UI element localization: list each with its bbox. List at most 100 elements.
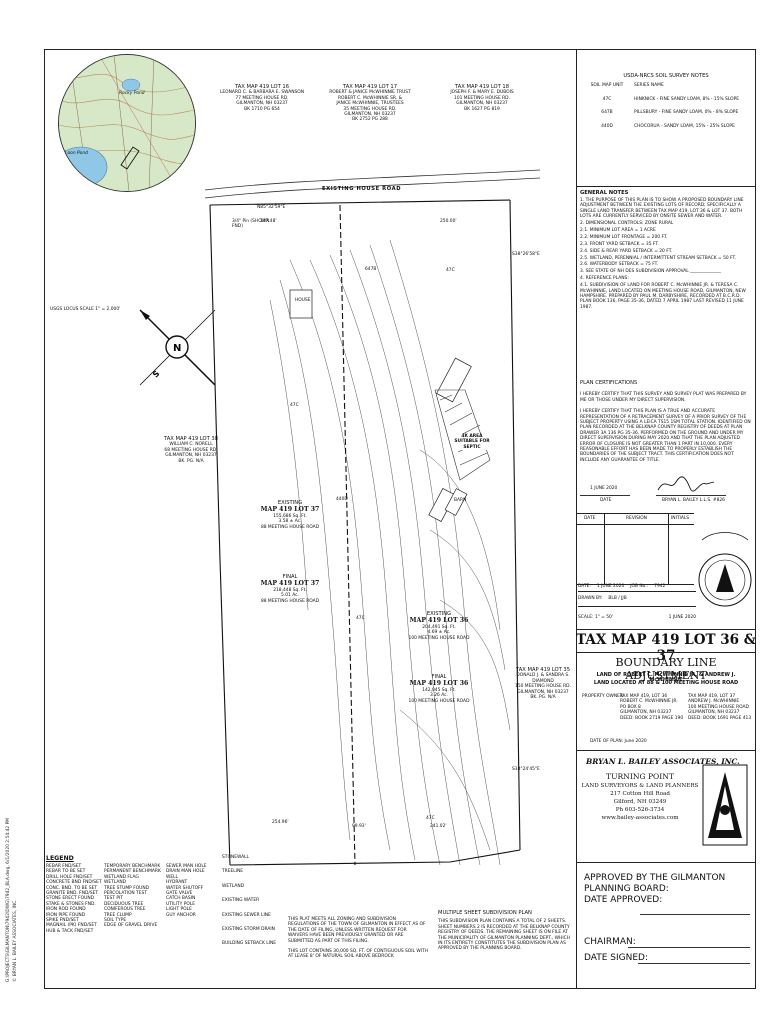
soil-label-47c-c: 47C <box>426 816 435 821</box>
lot37-existing: EXISTING MAP 419 LOT 37 155,686 Sq. Ft. … <box>250 500 330 530</box>
firm-address-1: 217 Cotton Hill Road <box>610 791 670 797</box>
owner-line: ANDREW J. McWHINNIE <box>688 699 740 705</box>
owner-line: GILMANTON, NH 03237 <box>688 710 740 716</box>
owner-line: GILMANTON, NH 03237 <box>620 710 672 716</box>
note-item: 4. REFERENCE PLANS: <box>580 276 629 282</box>
divider <box>668 514 669 584</box>
legend-col-3: SEWER MAN HOLE DRAIN MAN HOLE WELL HYDRA… <box>166 864 207 918</box>
legend-item: PERMANENT BENCHMARK <box>104 869 161 875</box>
legend-item: STONEWALL <box>222 855 249 860</box>
legend-item: GUY ANCHOR <box>166 912 196 918</box>
legend-item: DRAIN MAN HOLE <box>166 869 205 875</box>
soil-row: 647B PILLSBURY - FINE SANDY LOAM, 0% - 8… <box>580 110 752 115</box>
abutter-lot35-line: GILMANTON, NH 03237 <box>517 689 569 695</box>
abutter-lot38-title: TAX MAP 419 LOT 38 <box>163 436 219 442</box>
abutter-lot16-line: GILMANTON, NH 03237 <box>236 101 288 107</box>
owner-line: ROBERT C. McWHINNIE JR. <box>620 699 678 705</box>
abutter-lot18-title: TAX MAP 419 LOT 18 <box>454 84 510 90</box>
soil-label-47c-d: 47C <box>446 268 455 273</box>
abutter-lot38-line: BK. PG. N/A <box>178 458 204 464</box>
plan-date: DATE OF PLAN: June 2020 <box>590 739 647 744</box>
abutter-lot17-line: BK 2752 PG 288 <box>352 117 388 123</box>
legend-item: IRON ROD FOUND <box>46 907 86 913</box>
lot-line: 5.01 Ac. <box>281 593 299 599</box>
revision-table: DATE REVISION INITIALS <box>576 513 694 585</box>
soil-col-name: SERIES NAME <box>634 83 664 89</box>
soil-unit: 647B <box>601 110 613 116</box>
legend-col-2: TEMPORARY BENCHMARK PERMANENT BENCHMARK … <box>104 864 161 929</box>
abutter-lot16-line: LEONARD C. & BARBARA E. SWANSON <box>219 90 305 96</box>
abutter-lot17-line: GILMANTON, NH 03237 <box>344 112 396 118</box>
approval-line-1: APPROVED BY THE GILMANTON <box>584 873 726 883</box>
firm-name: BRYAN L. BAILEY ASSOCIATES, INC. <box>586 757 740 766</box>
road <box>204 169 541 199</box>
abutter-lot17-line: JANICE McWHINNIE, TRUSTEES <box>336 101 404 107</box>
drawing-sheet <box>44 49 756 989</box>
owner-lot37: TAX MAP 419, LOT 37 ANDREW J. McWHINNIE … <box>688 694 754 721</box>
legend-item: SPIKE FND/SET <box>46 918 79 924</box>
signature-line <box>656 495 726 496</box>
legend-item: WELL <box>166 874 179 880</box>
lot-tag: FINAL <box>282 574 298 580</box>
rev-col-revision: REVISION <box>626 516 647 521</box>
abutter-lot38-line: 68 MEETING HOUSE RD. <box>164 447 218 453</box>
firm-phone: Ph 603-526-3734 <box>615 807 665 813</box>
legend-item: WATER SHUTOFF <box>166 885 204 891</box>
owner-line: PO BOX 8 <box>620 704 641 710</box>
cert-signer: BRYAN L. BAILEY L.L.S. #826 <box>662 498 725 503</box>
note-item: 2. DIMENSIONAL CONTROLS: ZONE RURAL <box>580 221 674 227</box>
bearing-north: N85°32'59"E <box>257 205 286 210</box>
road-label: EXISTING HOUSE ROAD <box>322 186 402 192</box>
legend-title: LEGEND <box>46 855 74 862</box>
note-item: 3. SEE STATE OF NH DES SUBDIVISION APPRO… <box>580 269 721 275</box>
plan-drawing <box>204 169 541 866</box>
owner-line: 100 MEETING HOUSE ROAD <box>688 704 749 710</box>
abutter-lot17-line: 35 MEETING HOUSE RD. <box>343 106 397 112</box>
legend-item: WETLAND <box>104 880 127 886</box>
barn-label: BARN <box>454 498 467 503</box>
legend-item: REBAR TO BE SET <box>46 869 86 875</box>
svg-text:S: S <box>151 369 162 380</box>
lot-name: MAP 419 LOT 37 <box>260 580 320 588</box>
soil-label-440d: 440D <box>336 497 348 502</box>
soil-label-47c-a: 47C <box>290 403 299 408</box>
surveyor-seal-icon <box>698 532 752 607</box>
firm-tagline-2: LAND SURVEYORS & LAND PLANNERS <box>581 783 699 789</box>
legend-item: TREELINE <box>222 869 244 875</box>
lot-line: 3.26 Ac. <box>430 693 448 699</box>
turning-point-logo-icon <box>702 764 748 846</box>
lot37-final: FINAL MAP 419 LOT 37 218,448 Sq. Ft. 5.0… <box>250 574 330 604</box>
abutter-lot17-line: ROBERT C. McWHINNIE SR. & <box>337 95 403 101</box>
legend-item: DECIDUOUS TREE <box>104 901 144 907</box>
locus-caption: USGS LOCUS SCALE 1" = 2,000' <box>50 307 121 312</box>
file-path: G:\PROJECTS\GILMANTON\7942\DWG\7942_BLA.… <box>6 817 11 982</box>
abutter-lot35-line: DONALD J. & SANDRA S. DIAMOND <box>516 673 570 684</box>
cert-para-2: I HEREBY CERTIFY THAT THIS PLAN IS A TRU… <box>580 409 751 463</box>
plan-certifications: PLAN CERTIFICATIONS I HEREBY CERTIFY THA… <box>580 380 752 463</box>
date-signed-line <box>638 963 750 964</box>
boundary-lines <box>209 199 521 866</box>
owner-line: DEED: BOOK 1691 PAGE 413 <box>688 715 752 721</box>
multi-sheet-text: THIS SUBDIVISION PLAN CONTAINS A TOTAL O… <box>438 919 570 952</box>
legend-item: EXISTING SEWER LINE <box>222 912 271 918</box>
lot36-existing: EXISTING MAP 419 LOT 36 204,491 Sq. Ft. … <box>396 611 482 641</box>
note-item: 2.6. WATERBODY SETBACK = 75 FT. <box>580 262 659 268</box>
lot-line: 100 MEETING HOUSE ROAD <box>408 635 470 641</box>
general-notes: GENERAL NOTES 1. THE PURPOSE OF THIS PLA… <box>580 190 752 312</box>
date-approved-line <box>640 914 750 915</box>
legend-col-1: REBAR FND/SET REBAR TO BE SET DRILL HOLE… <box>46 864 102 934</box>
buildings <box>289 289 472 523</box>
abutter-lot35-title: TAX MAP 419 LOT 35 <box>515 667 571 673</box>
note-item: 2.2. MINIMUM LOT FRONTAGE = 200 FT. <box>580 234 668 240</box>
soil-label-47c-b: 47C <box>356 616 365 621</box>
abutter-lot35: TAX MAP 419 LOT 35 DONALD J. & SANDRA S.… <box>510 667 576 700</box>
lot-line: 100 MEETING HOUSE ROAD <box>408 698 470 704</box>
job-info: DATE: 1 JUNE 2020 JOB No.: 7942 DRAWN BY… <box>578 584 696 620</box>
legend-item: UTILITY POLE <box>166 901 196 907</box>
divider <box>604 514 605 584</box>
signature-icon <box>657 476 715 492</box>
abutter-lot35-line: 150 MEETING HOUSE RD. <box>515 684 571 690</box>
legend-item: TEST PIT <box>104 896 123 902</box>
drawn-by: BLB / JJB <box>608 596 627 602</box>
legend-item: HUB & TACK FND/SET <box>46 928 94 934</box>
